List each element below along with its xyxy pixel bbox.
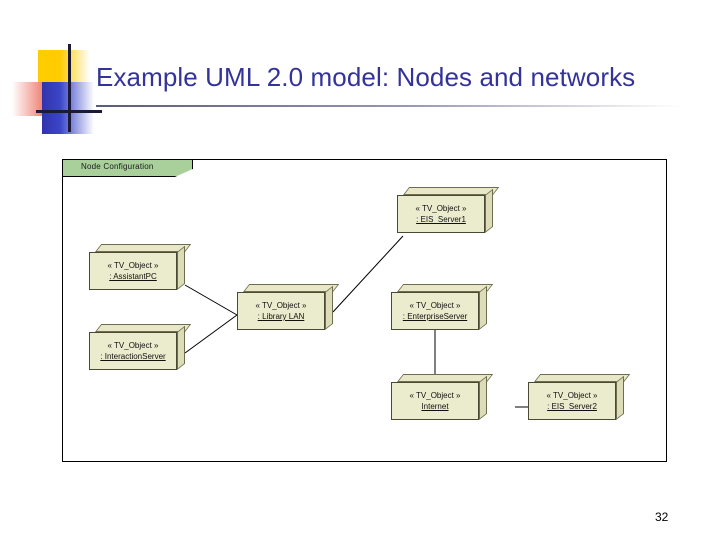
- page-number: 32: [655, 510, 669, 524]
- deco-red-square: [12, 82, 70, 116]
- node-stereotype: « TV_Object »: [107, 261, 159, 270]
- node-instance-name: : EnterpriseServer: [402, 312, 468, 321]
- page-title: Example UML 2.0 model: Nodes and network…: [96, 62, 636, 92]
- node-front-face: « TV_Object » Internet: [391, 382, 479, 420]
- node-stereotype: « TV_Object »: [409, 391, 461, 400]
- uml-node-library-lan[interactable]: « TV_Object » : Library LAN: [237, 284, 340, 338]
- uml-node-interaction-server[interactable]: « TV_Object » : InteractionServer: [89, 324, 192, 378]
- node-right-face: [616, 375, 624, 420]
- node-instance-name: : EIS_Server2: [547, 402, 597, 411]
- node-right-face: [479, 375, 487, 420]
- uml-node-assistant-pc[interactable]: « TV_Object » : AssistantPC: [89, 244, 192, 298]
- node-front-face: « TV_Object » : EIS_Server1: [397, 195, 485, 233]
- uml-node-eis-server1[interactable]: « TV_Object » : EIS_Server1: [397, 187, 500, 241]
- node-stereotype: « TV_Object »: [409, 301, 461, 310]
- node-instance-name: : InteractionServer: [100, 352, 166, 361]
- node-right-face: [177, 245, 185, 290]
- frame-label-tab: [63, 160, 193, 177]
- node-instance-name: : Library LAN: [257, 312, 305, 321]
- node-stereotype: « TV_Object »: [415, 204, 467, 213]
- node-right-face: [479, 285, 487, 330]
- title-underline-rule: [96, 105, 682, 107]
- node-front-face: « TV_Object » : EnterpriseServer: [391, 292, 479, 330]
- uml-diagram-frame: Node Configuration « TV_Object » : EIS_S…: [62, 159, 667, 462]
- uml-node-internet[interactable]: « TV_Object » Internet: [391, 374, 494, 428]
- node-instance-name: : EIS_Server1: [416, 215, 466, 224]
- node-stereotype: « TV_Object »: [546, 391, 598, 400]
- frame-label-text: Node Configuration: [81, 162, 154, 171]
- uml-node-enterprise-server[interactable]: « TV_Object » : EnterpriseServer: [391, 284, 494, 338]
- connector-assistant-pc-to-library-lan: [184, 284, 238, 316]
- node-right-face: [177, 325, 185, 370]
- node-instance-name: : AssistantPC: [109, 272, 157, 281]
- deco-yellow-square: [38, 50, 90, 98]
- node-front-face: « TV_Object » : InteractionServer: [89, 332, 177, 370]
- deco-vertical-rule: [68, 44, 71, 132]
- node-right-face: [325, 285, 333, 330]
- node-stereotype: « TV_Object »: [255, 301, 307, 310]
- deco-horizontal-rule: [36, 110, 102, 113]
- connector-interaction-server-to-library-lan: [184, 314, 238, 354]
- node-front-face: « TV_Object » : EIS_Server2: [528, 382, 616, 420]
- node-front-face: « TV_Object » : Library LAN: [237, 292, 325, 330]
- uml-node-eis-server2[interactable]: « TV_Object » : EIS_Server2: [528, 374, 631, 428]
- deco-blue-square: [42, 82, 94, 134]
- node-stereotype: « TV_Object »: [107, 341, 159, 350]
- node-right-face: [485, 188, 493, 233]
- node-front-face: « TV_Object » : AssistantPC: [89, 252, 177, 290]
- node-instance-name: Internet: [421, 402, 449, 411]
